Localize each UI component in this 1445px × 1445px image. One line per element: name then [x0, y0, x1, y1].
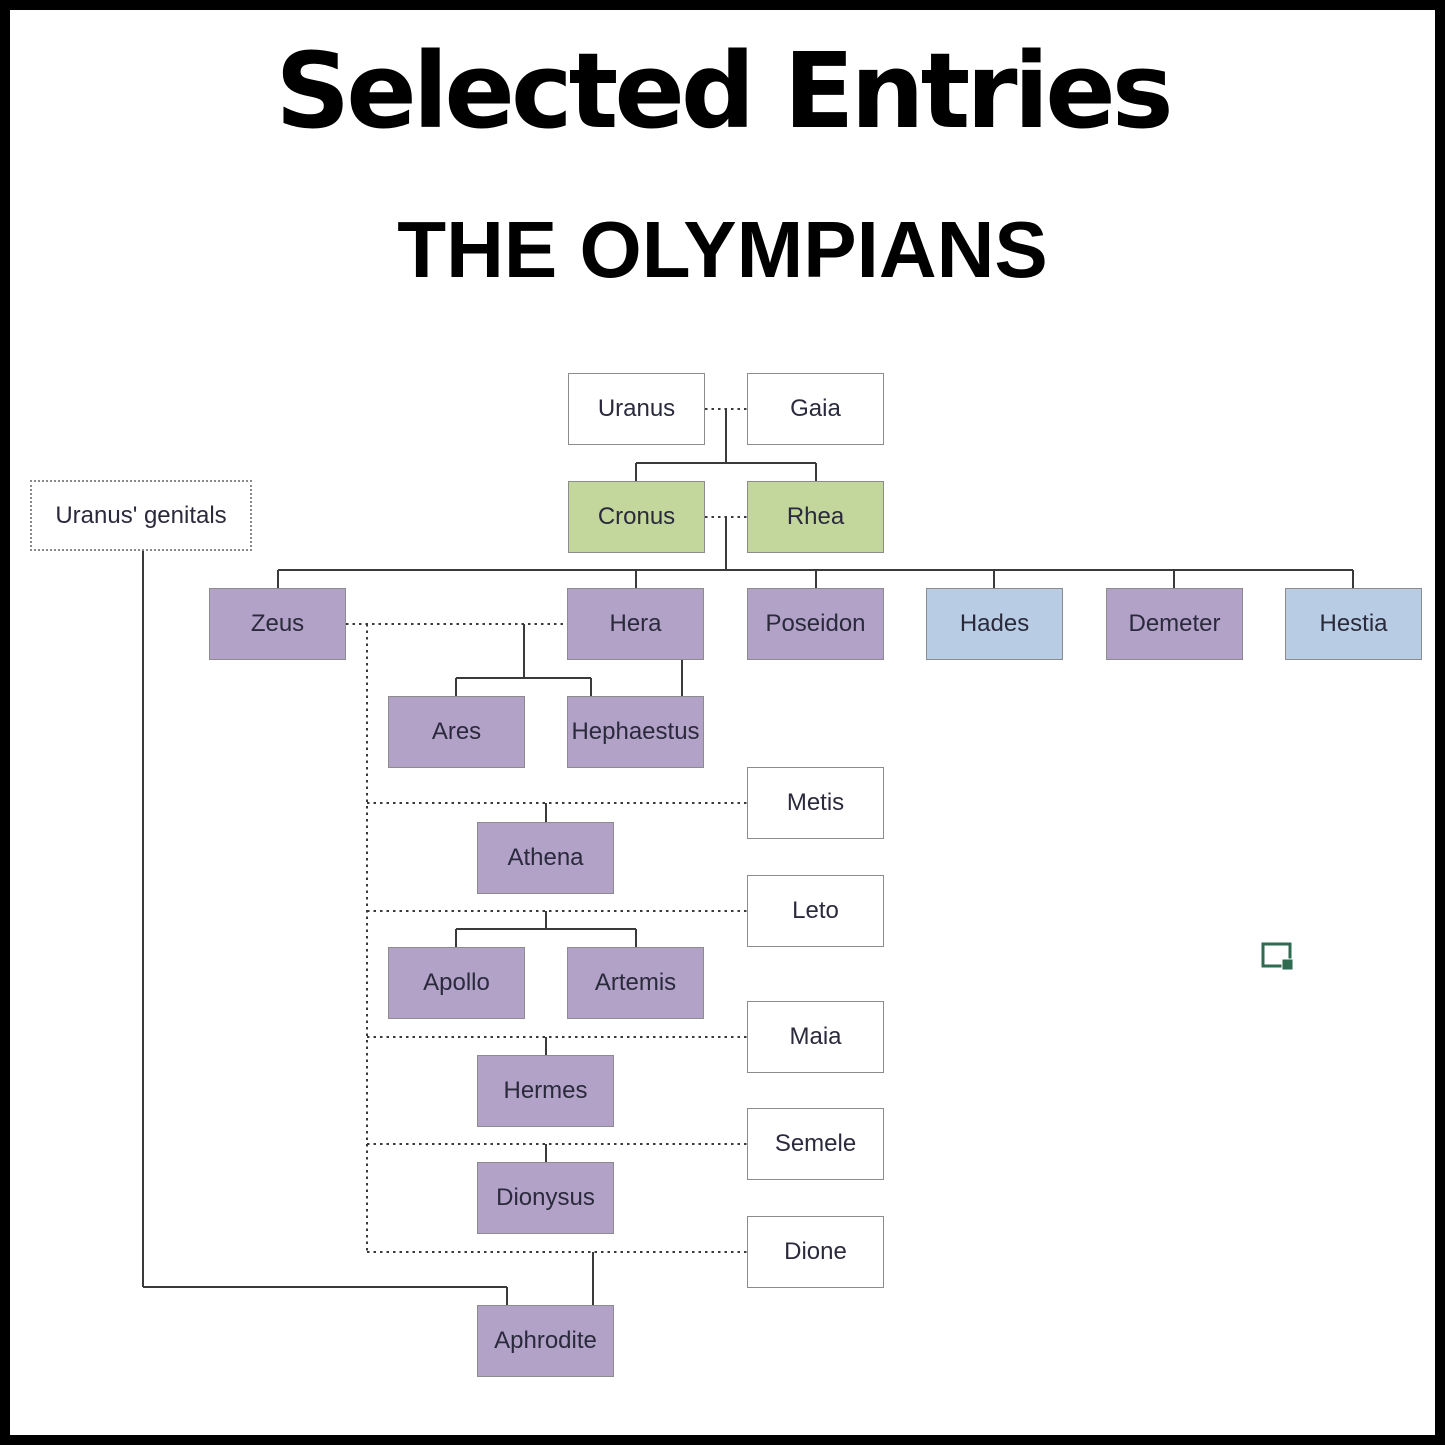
- node-maia: Maia: [747, 1001, 884, 1073]
- node-semele: Semele: [747, 1108, 884, 1180]
- node-dionysus: Dionysus: [477, 1162, 614, 1234]
- embedded-object-icon: [1261, 942, 1294, 971]
- connector-lines: [142, 408, 1354, 1305]
- node-poseidon: Poseidon: [747, 588, 884, 660]
- node-gaia: Gaia: [747, 373, 884, 445]
- node-rhea: Rhea: [747, 481, 884, 553]
- node-athena: Athena: [477, 822, 614, 894]
- node-hephaestus: Hephaestus: [567, 696, 704, 768]
- node-cronus: Cronus: [568, 481, 705, 553]
- node-artemis: Artemis: [567, 947, 704, 1019]
- node-dione: Dione: [747, 1216, 884, 1288]
- node-uranus-genitals: Uranus' genitals: [30, 480, 252, 551]
- node-demeter: Demeter: [1106, 588, 1243, 660]
- node-zeus: Zeus: [209, 588, 346, 660]
- page-title: Selected Entries: [275, 30, 1173, 152]
- node-apollo: Apollo: [388, 947, 525, 1019]
- node-hades: Hades: [926, 588, 1063, 660]
- node-aphrodite: Aphrodite: [477, 1305, 614, 1377]
- node-hermes: Hermes: [477, 1055, 614, 1127]
- page-subtitle: THE OLYMPIANS: [397, 205, 1048, 294]
- node-hera: Hera: [567, 588, 704, 660]
- node-metis: Metis: [747, 767, 884, 839]
- node-uranus: Uranus: [568, 373, 705, 445]
- node-hestia: Hestia: [1285, 588, 1422, 660]
- node-ares: Ares: [388, 696, 525, 768]
- node-leto: Leto: [747, 875, 884, 947]
